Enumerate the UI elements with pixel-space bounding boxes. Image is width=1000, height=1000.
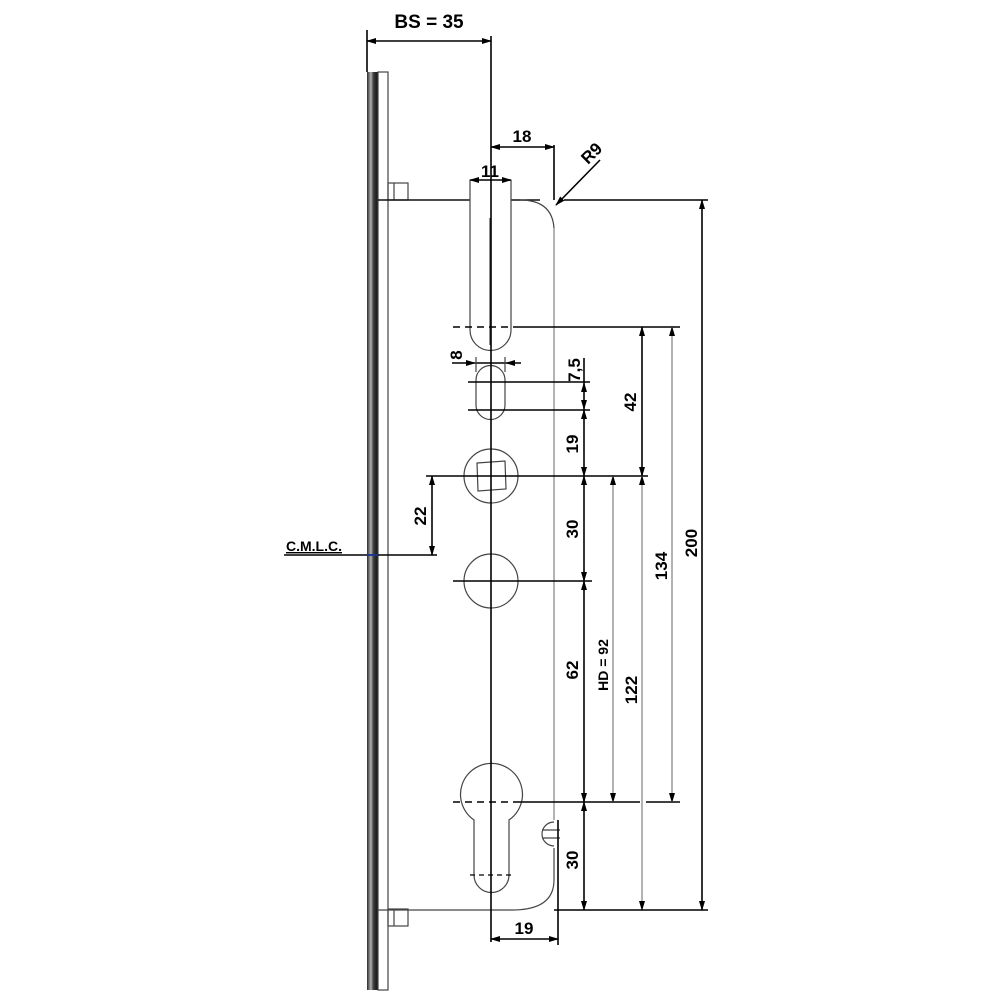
cylinder-to-edge-label: 19 [515, 919, 534, 938]
dim-top-to-cylinder: 134 [652, 326, 675, 803]
dim-slot-height: 7,5 [565, 358, 587, 410]
faceplate [367, 71, 389, 991]
lever-to-cylinder-label: 62 [563, 661, 582, 680]
faceplate-screw-bottom [387, 908, 409, 927]
cylinder-to-bottom-label: 30 [563, 851, 582, 870]
dim-follower-to-bottom: 122 [622, 475, 645, 911]
slot-height-label: 7,5 [565, 358, 584, 382]
overall-height-label: 200 [682, 529, 701, 557]
dim-cmlc: 22 C.M.L.C. [284, 475, 437, 556]
corner-radius-label: R9 [577, 139, 606, 168]
oblong-slot [475, 364, 506, 421]
dim-bolt-offset: 18 [490, 127, 555, 200]
dim-slot-to-follower: 19 [563, 409, 587, 477]
dim-cylinder-to-bottom: 30 [563, 801, 587, 911]
slot-width-label: 8 [447, 350, 466, 359]
top-to-follower-label: 42 [621, 393, 640, 412]
dim-overall-height: 200 [682, 199, 705, 911]
dim-top-to-follower: 42 [621, 326, 645, 477]
follower-to-lever-label: 30 [563, 520, 582, 539]
dim-cylinder-to-edge: 19 [490, 820, 559, 945]
dim-handle-distance: HD = 92 [595, 475, 616, 803]
backset-label: BS = 35 [394, 12, 464, 33]
dim-follower-to-lever: 30 [563, 475, 587, 582]
dim-lever-to-cylinder: 62 [563, 580, 587, 803]
follower-to-bottom-label: 122 [622, 676, 641, 704]
faceplate-screw-top [387, 182, 409, 201]
handle-distance-label: HD = 92 [595, 639, 611, 691]
cmlc-offset-label: 22 [411, 507, 430, 526]
top-to-cylinder-label: 134 [652, 551, 671, 580]
dim-backset: BS = 35 [366, 12, 492, 72]
bolt-offset-label: 18 [513, 127, 532, 146]
dim-bolt-width: 11 [469, 162, 512, 183]
dim-slot-width: 8 [447, 350, 521, 372]
bolt-width-label: 11 [481, 162, 499, 181]
cmlc-label: C.M.L.C. [286, 538, 342, 554]
cam-notch [541, 821, 560, 847]
euro-cylinder-cutout [453, 762, 524, 894]
slot-to-follower-label: 19 [563, 435, 582, 454]
dim-corner-radius: R9 [555, 139, 708, 206]
